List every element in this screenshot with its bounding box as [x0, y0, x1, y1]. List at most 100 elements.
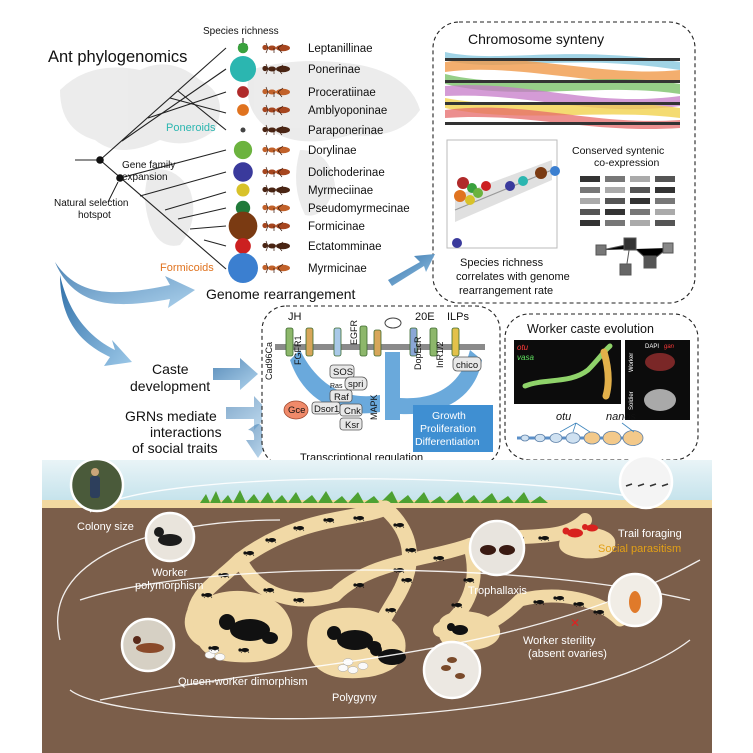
pathway-dopecr-label: DopEcR	[413, 336, 423, 370]
clade-poneroids-label: Poneroids	[166, 122, 216, 134]
synteny-ribbons	[445, 52, 680, 130]
pathway-dsor1-label: Dsor1	[314, 404, 339, 415]
ant-icon	[262, 202, 290, 214]
outcome-box	[413, 405, 493, 452]
synteny-title: Chromosome synteny	[468, 31, 604, 47]
pathway-fgfr1-label: FGFR1	[293, 335, 303, 365]
gene-block	[630, 176, 650, 182]
micrograph-otu-label: otu	[517, 343, 529, 352]
outcome-proliferation: Proliferation	[420, 423, 476, 435]
synteny-caption-2: correlates with genome	[456, 271, 570, 283]
coexp-title-2: co-expression	[594, 157, 660, 169]
worker-ant	[243, 551, 255, 557]
worker-ant	[201, 593, 213, 599]
subfamily-name: Ectatomminae	[308, 241, 382, 253]
gene-block	[655, 187, 675, 193]
trait-worker-poly-1: Worker	[152, 567, 188, 579]
outcome-growth: Growth	[432, 410, 466, 422]
ovary-stain-tip	[600, 348, 612, 400]
subfamily-name: Formicinae	[308, 221, 365, 233]
trait-colony-size: Colony size	[77, 521, 134, 533]
gene-block	[605, 220, 625, 226]
ant-icon	[262, 220, 290, 232]
coexp-network	[595, 237, 674, 276]
egg-chamber	[565, 432, 581, 444]
worker-ant-trail	[201, 516, 605, 654]
caste-development-label-1: Caste	[152, 361, 189, 377]
ant-icon	[262, 104, 290, 116]
gene-family-label-2: expansion	[122, 172, 168, 183]
selection-pointer	[107, 181, 119, 203]
pathway-chico-label: chico	[456, 360, 478, 371]
jh-ligand	[384, 317, 402, 329]
selection-label-1: Natural selection	[54, 198, 128, 209]
gene-block	[605, 176, 625, 182]
trait-labels: Colony size Worker polymorphism Queen-wo…	[77, 521, 682, 704]
gene-block	[605, 187, 625, 193]
gene-block	[655, 220, 675, 226]
pathway-gce-label: Gce	[288, 405, 305, 416]
subfamily-name: Myrmeciinae	[308, 185, 373, 197]
pathway-cad96ca-label: Cad96Ca	[264, 342, 274, 380]
gene-nanos-label: nanos	[606, 411, 636, 423]
gene-block	[630, 209, 650, 215]
worker-ant	[553, 596, 565, 602]
subfamily-name: Myrmicinae	[308, 263, 367, 275]
polygyny-photo	[422, 640, 482, 700]
trait-trophallaxis: Trophallaxis	[468, 585, 527, 597]
pathway-ilps-label: ILPs	[447, 311, 470, 323]
egg-chamber	[534, 433, 546, 443]
gene-block	[630, 220, 650, 226]
parasite-ants	[562, 524, 598, 538]
scatter-confidence-band	[455, 160, 552, 222]
richness-circle	[240, 127, 246, 133]
worker-caste-title: Worker caste evolution	[527, 322, 654, 336]
gene-family-label-1: Gene family	[122, 160, 175, 171]
trait-queen-worker: Queen-worker dimorphism	[178, 676, 308, 688]
gene-block	[580, 176, 600, 182]
receptors	[285, 325, 460, 357]
pathway-jh-label: JH	[288, 311, 302, 323]
trail-foraging-photo	[618, 454, 674, 510]
richness-circle	[228, 211, 258, 241]
world-map-backdrop	[60, 61, 420, 246]
pathway-cnk-label: Cnk	[344, 406, 361, 417]
worker-ant	[463, 578, 475, 584]
pathway-spri-label: spri	[348, 379, 363, 390]
pathway-inr-label: InR1/2	[435, 341, 445, 368]
node-selection	[116, 174, 124, 182]
pathway-mapk-label: MAPK	[369, 394, 379, 420]
gene-block	[655, 209, 675, 215]
worker-ant	[265, 538, 277, 544]
gene-block	[630, 198, 650, 204]
pathway-egfr-label: EGFR	[349, 319, 359, 345]
ant-icon	[262, 184, 290, 196]
micrograph-worker-label: Worker	[629, 353, 635, 372]
worker-ant	[538, 536, 550, 542]
micrograph-vasa-label: vasa	[517, 353, 534, 362]
gene-block	[605, 198, 625, 204]
egg-chamber	[520, 434, 530, 442]
trait-polygyny: Polygyny	[332, 692, 377, 704]
subfamily-name: Dorylinae	[308, 145, 357, 157]
richness-circle	[229, 55, 257, 83]
scatter-points	[452, 166, 560, 248]
ant-icon	[262, 144, 290, 156]
ant-icon	[262, 240, 290, 252]
brain-soldier	[644, 389, 676, 411]
trait-links	[57, 478, 701, 720]
worker-ant	[293, 526, 305, 532]
worker-ant	[353, 516, 365, 522]
worker-ant	[293, 598, 305, 604]
worker-ant	[405, 548, 417, 554]
ant-icon	[262, 63, 290, 75]
queen-ants	[219, 614, 468, 665]
subfamily-name: Proceratiinae	[308, 87, 376, 99]
selection-label-2: hotspot	[78, 210, 111, 221]
worker-ant	[238, 648, 250, 654]
subfamily-name: Paraponerinae	[308, 125, 383, 137]
worker-ant	[393, 523, 405, 529]
richness-circle	[228, 253, 258, 283]
egg-chamber	[549, 433, 563, 443]
